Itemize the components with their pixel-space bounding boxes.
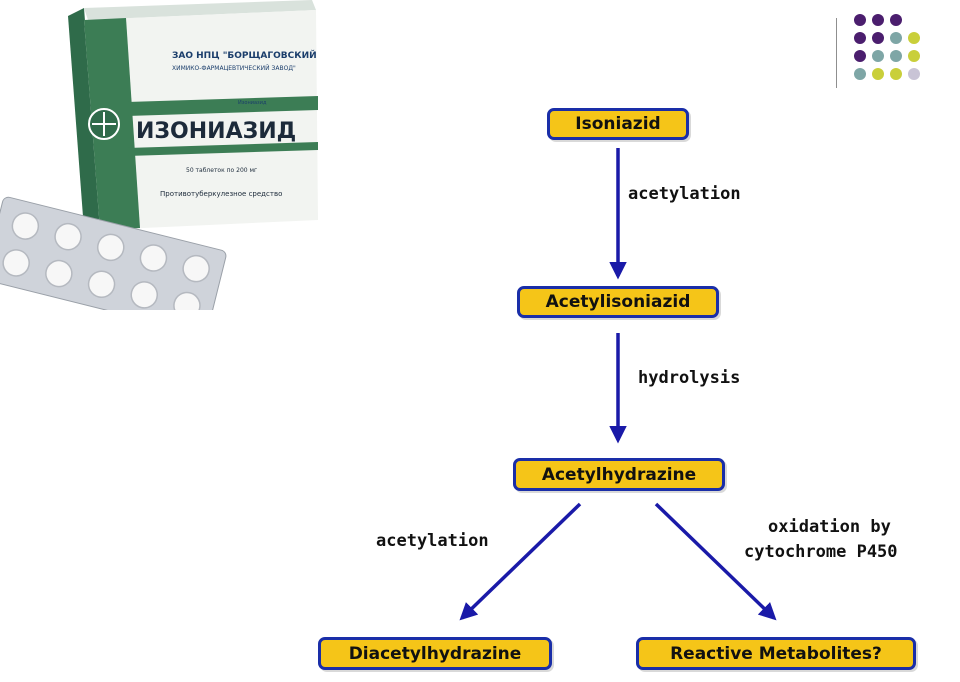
- package-small-label: Изониазид: [238, 100, 267, 106]
- decorative-dot: [872, 68, 884, 80]
- node-acetylhydrazine: Acetylhydrazine: [513, 458, 725, 491]
- node-reactive-metabolites: Reactive Metabolites?: [636, 637, 916, 670]
- decorative-dot: [854, 32, 866, 44]
- package-maker-line1: ЗАО НПЦ "БОРЩАГОВСКИЙ: [172, 49, 317, 61]
- node-isoniazid: Isoniazid: [547, 108, 689, 140]
- decorative-dot: [854, 68, 866, 80]
- decorative-dot: [872, 32, 884, 44]
- edge-label-acetylation-1: acetylation: [628, 184, 741, 204]
- arrow-acetylhydrazine-to-diacetylhydrazine: [459, 502, 582, 621]
- decorative-dot: [890, 68, 902, 80]
- decorative-dot: [908, 32, 920, 44]
- decorative-dot: [854, 50, 866, 62]
- decorative-dot: [872, 50, 884, 62]
- isoniazid-package-image: ЗАО НПЦ "БОРЩАГОВСКИЙ ХИМИКО-ФАРМАЦЕВТИЧ…: [0, 0, 318, 310]
- package-brand: ИЗОНИАЗИД: [136, 119, 296, 144]
- blister-pack: [0, 196, 227, 310]
- edge-label-oxidation-line2: cytochrome P450: [744, 542, 898, 562]
- decorative-dot: [908, 68, 920, 80]
- node-diacetylhydrazine: Diacetylhydrazine: [318, 637, 552, 670]
- decorative-dot: [890, 50, 902, 62]
- edge-label-oxidation-line1: oxidation by: [768, 517, 891, 537]
- package-maker-line2: ХИМИКО-ФАРМАЦЕВТИЧЕСКИЙ ЗАВОД": [172, 65, 296, 72]
- edge-label-acetylation-2: acetylation: [376, 531, 489, 551]
- node-acetylisoniazid: Acetylisoniazid: [517, 286, 719, 318]
- package-description: Противотуберкулезное средство: [160, 190, 282, 198]
- decorative-dot: [908, 50, 920, 62]
- arrow-acetylhydrazine-to-reactive-metabolites: [654, 502, 777, 621]
- package-dose: 50 таблеток по 200 мг: [186, 167, 257, 174]
- decorative-dot: [854, 14, 866, 26]
- decorative-dot: [890, 14, 902, 26]
- decorative-dot: [890, 32, 902, 44]
- decorative-dot: [872, 14, 884, 26]
- edge-label-hydrolysis: hydrolysis: [638, 368, 741, 388]
- decorative-divider: [836, 18, 837, 88]
